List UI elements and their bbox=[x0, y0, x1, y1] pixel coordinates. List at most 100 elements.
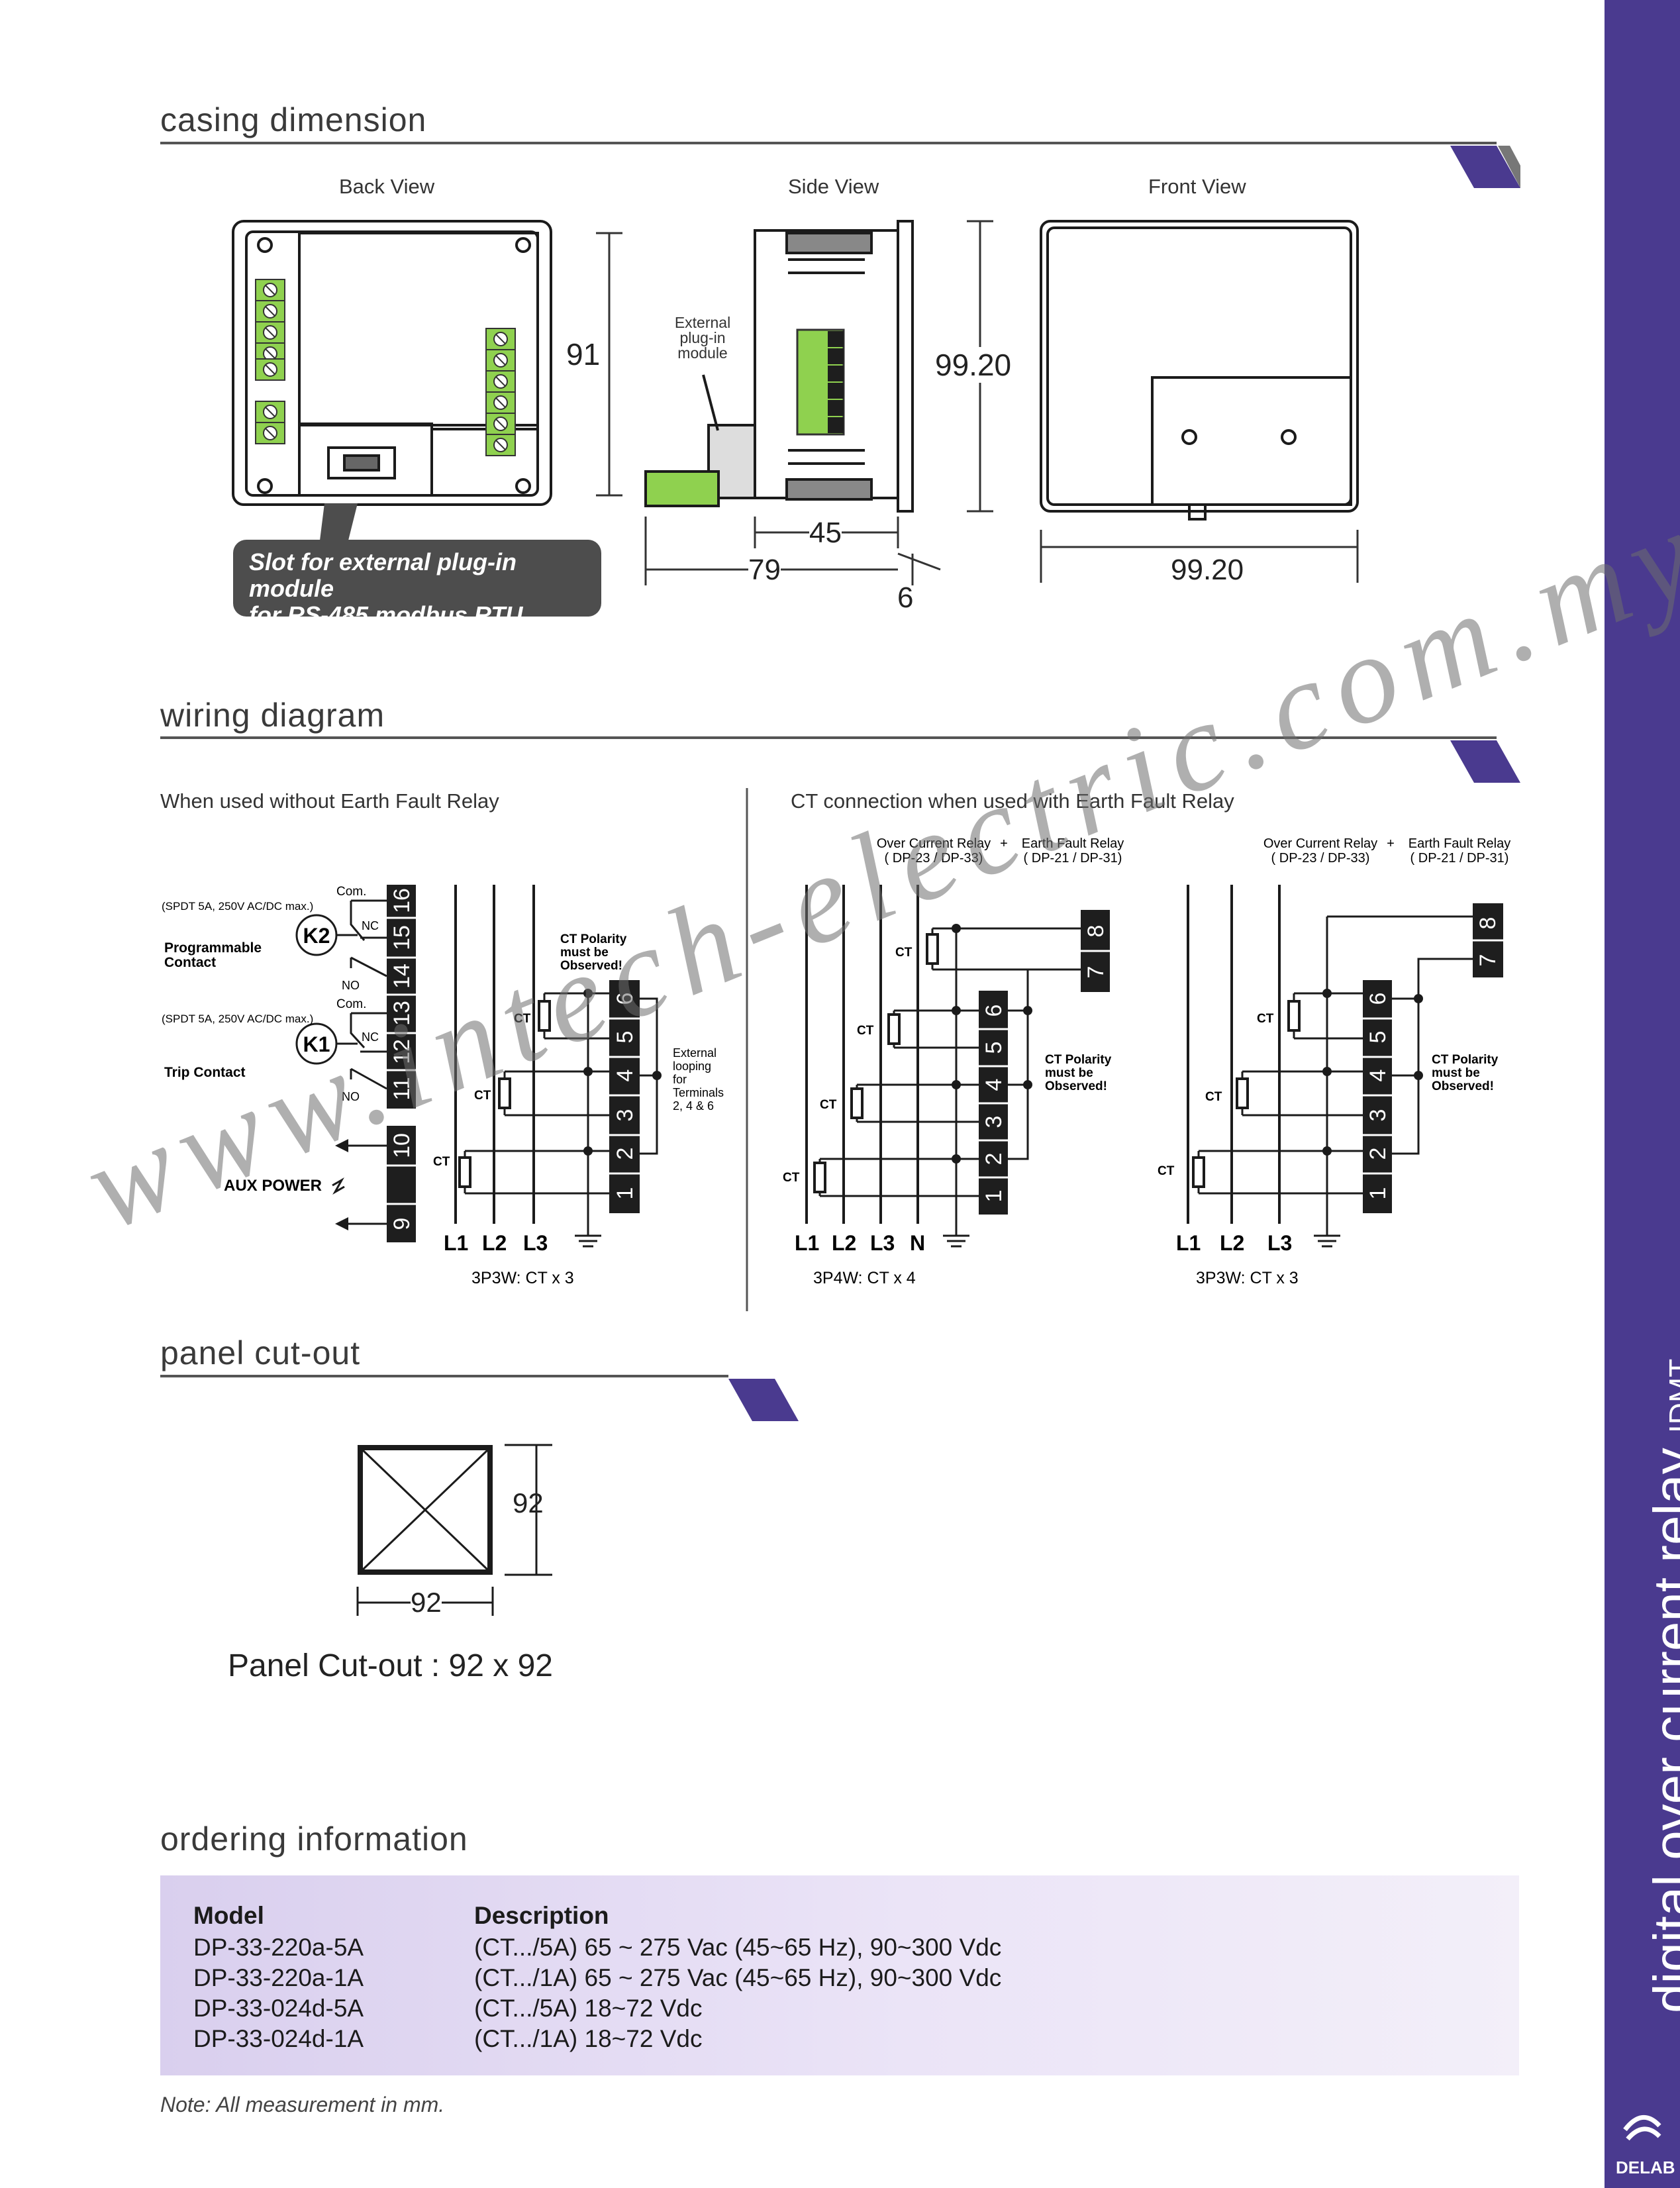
ct3-terminal-4: 4 bbox=[1365, 1069, 1391, 1082]
ct-terminal-4: 4 bbox=[613, 1069, 638, 1082]
polarity-3p3w-ef-1: CT Polarity bbox=[1432, 1053, 1499, 1067]
ct4-label-1: CT bbox=[895, 946, 913, 960]
oc-models-label-b: ( DP-23 / DP-33) bbox=[1271, 851, 1370, 866]
ef-relay-label-b: Earth Fault Relay bbox=[1408, 836, 1511, 851]
ct3-terminal-5: 5 bbox=[1365, 1031, 1391, 1044]
com-label-k2: Com. bbox=[336, 885, 366, 899]
cutout-height-label: 92 bbox=[513, 1487, 544, 1518]
model-cell: DP-33-220a-1A bbox=[193, 1964, 364, 1991]
ct-label-3: CT bbox=[433, 1155, 450, 1169]
front-view-label: Front View bbox=[1148, 175, 1246, 198]
wiring-diagram-3p4w: L1 L2 L3 N 3P4W: CT x 4 6 5 4 3 2 1 8 7 bbox=[783, 836, 1124, 1287]
no-label-k1: NO bbox=[342, 1090, 360, 1103]
ext-loop-5: 2, 4 & 6 bbox=[673, 1099, 714, 1113]
trip-contact-label: Trip Contact bbox=[164, 1065, 246, 1080]
model-cell: DP-33-220a-5A bbox=[193, 1934, 364, 1961]
dimension-99-20-height-label: 99.20 bbox=[935, 347, 1012, 383]
table-row: DP-33-024d-1A (CT.../1A) 18~72 Vdc bbox=[193, 2024, 1001, 2054]
section-title-cutout: panel cut-out bbox=[160, 1334, 361, 1371]
external-module-label: External plug-in module bbox=[673, 315, 732, 361]
description-cell: (CT.../5A) 65 ~ 275 Vac (45~65 Hz), 90~3… bbox=[474, 1934, 1002, 1961]
ct-label-2: CT bbox=[474, 1089, 491, 1103]
ct4-label-2: CT bbox=[857, 1024, 874, 1038]
polarity-left-1: CT Polarity bbox=[560, 932, 627, 946]
description-cell: (CT.../1A) 65 ~ 275 Vac (45~65 Hz), 90~3… bbox=[474, 1964, 1002, 1991]
ct-terminal-1: 1 bbox=[613, 1187, 638, 1200]
ct4-terminal-3: 3 bbox=[981, 1116, 1007, 1128]
plus-a: + bbox=[1000, 836, 1008, 851]
aux-power-label: AUX POWER bbox=[224, 1177, 322, 1195]
polarity-3p4w-1: CT Polarity bbox=[1045, 1053, 1112, 1067]
dimension-6-label: 6 bbox=[897, 581, 914, 614]
line-l3-3p4w: L3 bbox=[870, 1231, 895, 1255]
programmable-label-2: Contact bbox=[164, 955, 216, 970]
dimension-99-20-width-label: 99.20 bbox=[1171, 554, 1244, 586]
front-view-drawing bbox=[1040, 220, 1359, 521]
terminal-16: 16 bbox=[389, 888, 415, 913]
dimension-79-label: 79 bbox=[748, 554, 781, 587]
section-title-wiring: wiring diagram bbox=[160, 697, 385, 734]
ef-relay-label-a: Earth Fault Relay bbox=[1022, 836, 1124, 851]
polarity-3p3w-ef-3: Observed! bbox=[1432, 1079, 1494, 1093]
ef-terminal-7-a: 7 bbox=[1083, 966, 1109, 979]
ct3-terminal-1: 1 bbox=[1365, 1187, 1391, 1200]
ct4-terminal-2: 2 bbox=[981, 1153, 1007, 1166]
wiring-left-caption: When used without Earth Fault Relay bbox=[160, 789, 499, 813]
dimension-45-label: 45 bbox=[809, 517, 842, 550]
ct3-terminal-2: 2 bbox=[1365, 1148, 1391, 1160]
line-l1-3p4w: L1 bbox=[795, 1231, 819, 1255]
ct3-terminal-3: 3 bbox=[1365, 1109, 1391, 1122]
cutout-width-label: 92 bbox=[411, 1587, 442, 1618]
polarity-3p4w-2: must be bbox=[1045, 1066, 1093, 1080]
model-cell: DP-33-024d-5A bbox=[193, 1995, 364, 2022]
line-l1-3p3w-ef: L1 bbox=[1176, 1231, 1201, 1255]
nc-label-k2: NC bbox=[362, 919, 379, 932]
ef-terminal-8-a: 8 bbox=[1083, 925, 1109, 938]
left-wiring-diagram: 16 15 14 13 12 11 10 9 K2 K1 (SPDT 5A, 2… bbox=[162, 788, 748, 1311]
ext-loop-4: Terminals bbox=[673, 1086, 724, 1099]
com-label-k1: Com. bbox=[336, 997, 366, 1011]
sidebar-band bbox=[1605, 0, 1680, 2188]
spdt-note-k1: (SPDT 5A, 250V AC/DC max.) bbox=[162, 1013, 313, 1025]
polarity-left-3: Observed! bbox=[560, 959, 622, 973]
table-row: DP-33-220a-5A (CT.../5A) 65 ~ 275 Vac (4… bbox=[193, 1932, 1001, 1963]
terminal-9: 9 bbox=[389, 1218, 415, 1230]
ct3-terminal-6: 6 bbox=[1365, 993, 1391, 1005]
ct4-terminal-6: 6 bbox=[981, 1005, 1007, 1017]
polarity-3p4w-3: Observed! bbox=[1045, 1079, 1107, 1093]
ct3-label-2: CT bbox=[1205, 1090, 1222, 1104]
line-l2-3p4w: L2 bbox=[832, 1231, 856, 1255]
oc-relay-label-a: Over Current Relay bbox=[877, 836, 991, 851]
slot-callout-line2: for RS-485 modbus RTU bbox=[249, 601, 523, 628]
section-title-casing: casing dimension bbox=[160, 101, 427, 138]
polarity-3p3w-ef-2: must be bbox=[1432, 1066, 1480, 1080]
description-cell: (CT.../5A) 18~72 Vdc bbox=[474, 1995, 703, 2022]
line-n-3p4w: N bbox=[910, 1231, 925, 1255]
slot-callout-line1: Slot for external plug-in module bbox=[249, 548, 517, 602]
caption-3p4w: 3P4W: CT x 4 bbox=[813, 1269, 916, 1287]
relay-k1-label: K1 bbox=[303, 1032, 330, 1056]
line-l1: L1 bbox=[444, 1231, 468, 1255]
plus-b: + bbox=[1387, 836, 1395, 851]
description-cell: (CT.../1A) 18~72 Vdc bbox=[474, 2025, 703, 2052]
table-row: DP-33-220a-1A (CT.../1A) 65 ~ 275 Vac (4… bbox=[193, 1963, 1001, 1993]
ext-loop-2: looping bbox=[673, 1060, 711, 1073]
external-module-line2: plug-in bbox=[679, 329, 726, 346]
sidebar-title-text: digital over current relay bbox=[1643, 1448, 1680, 2013]
sidebar-title: digital over current relay IDMT bbox=[1642, 1359, 1680, 2013]
terminal-15: 15 bbox=[389, 925, 415, 950]
programmable-label-1: Programmable bbox=[164, 940, 262, 956]
ct-terminal-2: 2 bbox=[613, 1148, 638, 1160]
oc-models-label-a: ( DP-23 / DP-33) bbox=[885, 851, 983, 866]
external-module-line1: External bbox=[674, 314, 731, 331]
side-view-label: Side View bbox=[788, 175, 879, 198]
line-l2: L2 bbox=[482, 1231, 507, 1255]
terminal-10: 10 bbox=[389, 1133, 415, 1158]
ef-models-label-b: ( DP-21 / DP-31) bbox=[1410, 851, 1509, 866]
ct4-terminal-4: 4 bbox=[981, 1079, 1007, 1091]
measurement-note: Note: All measurement in mm. bbox=[160, 2093, 445, 2116]
ct3-label-1: CT bbox=[1257, 1012, 1274, 1026]
ct4-label-4: CT bbox=[783, 1171, 800, 1185]
section-rules bbox=[160, 142, 1520, 1421]
